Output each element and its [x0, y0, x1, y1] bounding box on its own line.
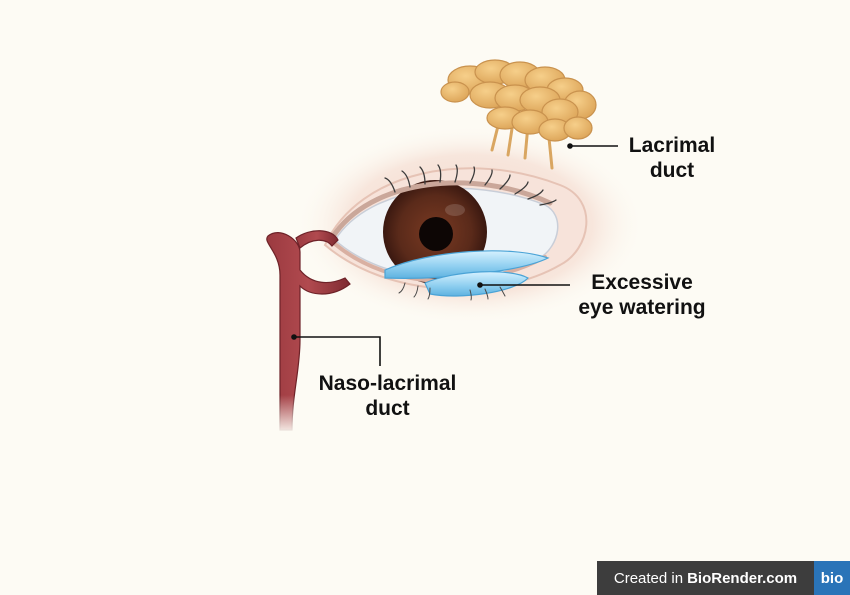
pupil	[419, 217, 453, 251]
label-naso-lacrimal-duct: Naso-lacrimal duct	[300, 371, 475, 421]
badge-brand: BioRender.com	[687, 569, 798, 587]
upper-eyelashes	[384, 164, 557, 206]
label-lacrimal-line2: duct	[649, 159, 695, 182]
label-excessive-eye-watering: Excessive eye watering	[562, 270, 722, 320]
iris-highlight	[445, 204, 465, 216]
leader-dots	[291, 143, 573, 340]
lower-eyelashes	[398, 282, 506, 301]
label-naso-line1: Naso-lacrimal	[318, 372, 457, 395]
label-lacrimal-duct: Lacrimal duct	[612, 133, 732, 183]
label-naso-line2: duct	[365, 397, 410, 420]
leader-naso	[294, 336, 381, 366]
label-watering-line2: eye watering	[578, 296, 706, 319]
tear-drop-lower	[424, 271, 529, 297]
lacrimal-gland	[440, 59, 597, 170]
badge-prefix: Created in	[613, 569, 684, 587]
upper-eyelid	[329, 180, 553, 241]
biorender-badge[interactable]: Created in BioRender.com bio	[597, 561, 850, 595]
badge-text: Created in BioRender.com	[597, 561, 814, 595]
biorender-logo-icon: bio	[814, 561, 850, 595]
label-lacrimal-line1: Lacrimal	[628, 134, 716, 157]
leader-lines	[294, 145, 618, 366]
naso-lacrimal-duct	[266, 230, 351, 435]
label-watering-line1: Excessive	[591, 271, 693, 294]
tear-pool-upper	[384, 250, 550, 279]
